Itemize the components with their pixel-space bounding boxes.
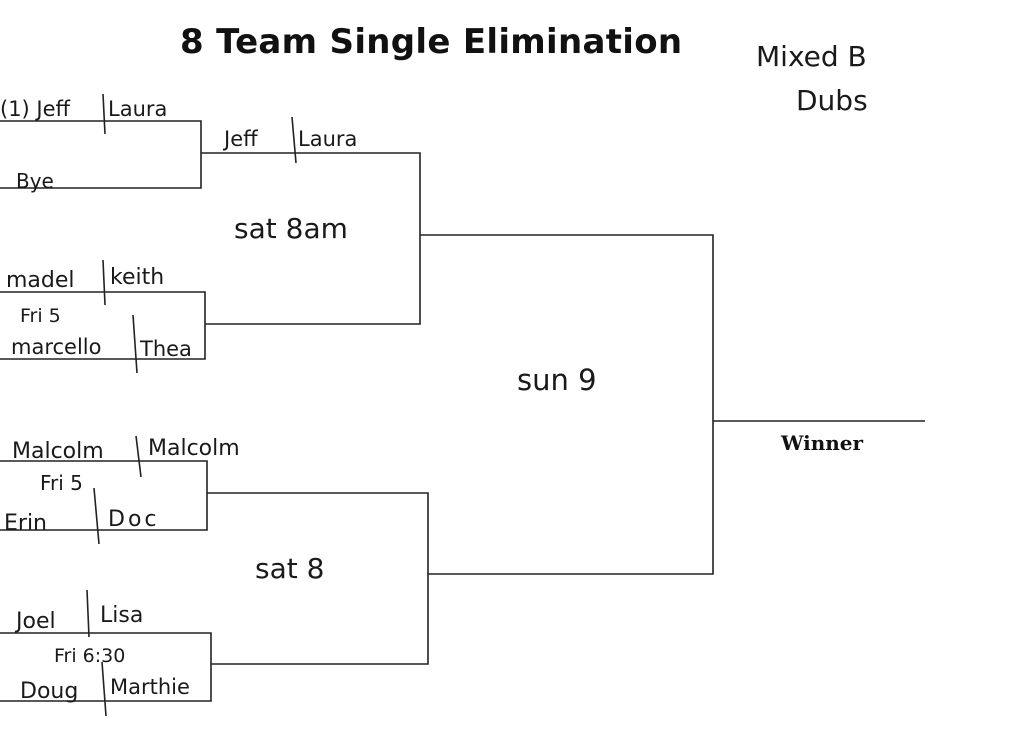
divider-r1m3-bottom [93,487,100,545]
r1m4-top-player-a: Joel [14,609,56,634]
r1-match3-lines [0,460,208,531]
r2m1-top-player-b: Laura [298,127,357,151]
r1m3-top-player-b: Malcolm [148,436,240,461]
divider-r2m1 [291,116,297,164]
r1m3-bottom-player-b: Doc [108,507,160,532]
r1m3-time: Fri 5 [40,471,83,495]
r1m1-top-player-a: (1) Jeff [0,97,71,121]
r1m4-top-player-b: Lisa [100,603,143,628]
r1m1-top-player-b: Laura [108,97,167,121]
divider-r1m4-bottom [101,661,107,717]
final-lines [420,234,714,575]
r1m1-bottom: Bye [16,169,54,193]
note-line1: Mixed B [756,40,867,73]
r1-match2-lines [0,291,206,360]
r2m2-time: sat 8 [255,552,324,585]
r2m1-time: sat 8am [234,212,348,245]
r1m2-top-player-a: madel [6,268,75,293]
divider-r1m2-bottom [132,314,138,374]
r2-match1-lines [201,152,421,325]
divider-r1m3-top [135,435,142,478]
r1m4-time: Fri 6:30 [54,645,125,667]
r1-match1-lines [0,120,202,189]
r1m2-bottom-player-a: marcello [11,335,101,359]
divider-r1m1 [102,93,106,135]
r2-match2-lines [207,492,429,665]
divider-r1m4-top [86,589,90,638]
winner-label: Winner [781,431,864,455]
divider-r1m2-top [102,259,106,306]
r1m3-bottom-player-a: Erin [4,511,47,536]
r1m4-bottom-player-b: Marthie [110,675,190,699]
r2m1-top-player-a: Jeff [222,127,258,151]
r1m2-bottom-player-b: Thea [139,337,192,361]
bracket-lines [0,93,925,717]
note-line2: Dubs [796,84,868,117]
r1m4-bottom-player-a: Doug [20,679,78,704]
page-title: 8 Team Single Elimination [180,22,683,62]
r1m2-top-player-b: keith [110,265,164,290]
final-time: sun 9 [517,363,597,397]
r1m3-top-player-a: Malcolm [12,439,104,464]
r1m2-time: Fri 5 [20,305,61,327]
